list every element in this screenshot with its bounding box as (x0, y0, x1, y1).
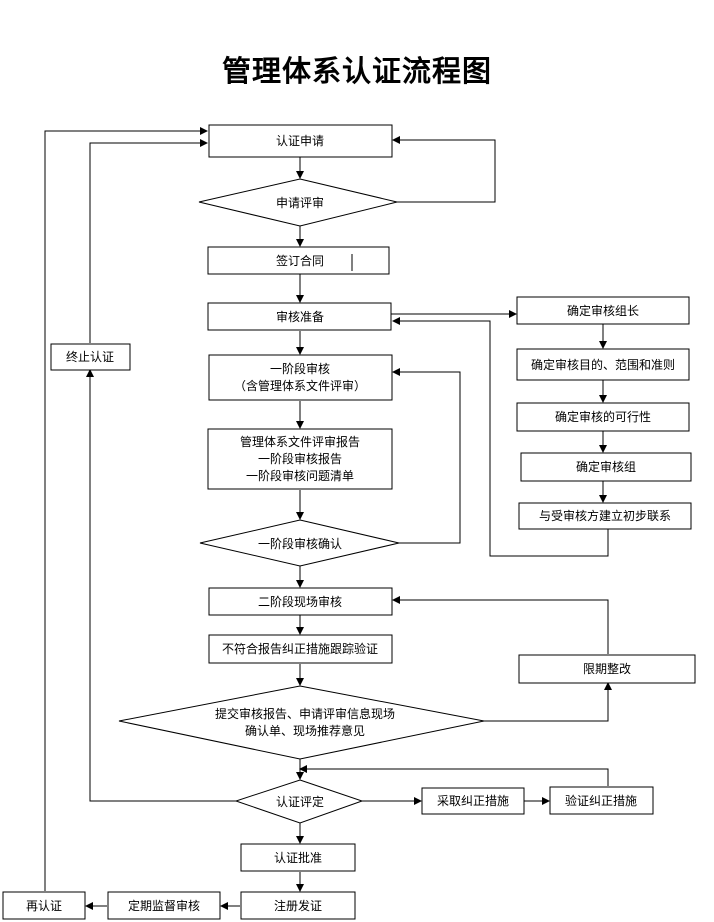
node-stage1-line1: 一阶段审核 (270, 361, 330, 376)
node-register: 注册发证 (240, 891, 356, 920)
node-contract-label: 签订合同 (276, 253, 324, 268)
node-scope: 确定审核目的、范围和准则 (516, 348, 690, 381)
node-scope-label: 确定审核目的、范围和准则 (531, 357, 675, 372)
node-rectify: 限期整改 (518, 654, 696, 684)
node-review: 申请评审 (198, 178, 398, 227)
node-approve: 认证批准 (240, 843, 356, 872)
node-verify-ca: 验证纠正措施 (549, 786, 654, 815)
node-stage1-confirm-label: 一阶段审核确认 (258, 536, 342, 551)
node-prep-label: 审核准备 (276, 309, 324, 324)
node-nc-verify-label: 不符合报告纠正措施跟踪验证 (222, 641, 378, 656)
node-apply: 认证申请 (208, 124, 393, 158)
node-stage2: 二阶段现场审核 (208, 587, 393, 616)
node-evaluate-label: 认证评定 (276, 794, 324, 809)
node-verify-ca-label: 验证纠正措施 (565, 793, 637, 808)
node-submit: 提交审核报告、申请评审信息现场 确认单、现场推荐意见 (118, 685, 485, 760)
node-reports-line3: 一阶段审核问题清单 (246, 468, 354, 483)
node-team: 确定审核组 (520, 452, 692, 482)
node-corrective: 采取纠正措施 (421, 787, 525, 815)
node-stage1-reports: 管理体系文件评审报告 一阶段审核报告 一阶段审核问题清单 (207, 428, 393, 490)
node-submit-line1: 提交审核报告、申请评审信息现场 (215, 706, 395, 721)
node-prep: 审核准备 (207, 302, 392, 331)
node-register-label: 注册发证 (274, 898, 322, 913)
node-stage1-line2: （含管理体系文件评审） (234, 378, 366, 393)
node-recert: 再认证 (2, 891, 86, 920)
node-leader-label: 确定审核组长 (567, 303, 639, 318)
node-stage1: 一阶段审核 （含管理体系文件评审） (208, 354, 393, 401)
node-nc-verify: 不符合报告纠正措施跟踪验证 (208, 634, 393, 664)
node-submit-line2: 确认单、现场推荐意见 (245, 723, 365, 738)
node-feasibility-label: 确定审核的可行性 (555, 409, 651, 424)
node-contact-label: 与受审核方建立初步联系 (539, 508, 671, 523)
node-surveillance: 定期监督审核 (107, 891, 221, 920)
node-apply-label: 认证申请 (276, 134, 324, 148)
node-reports-line1: 管理体系文件评审报告 (240, 434, 360, 449)
node-stage2-label: 二阶段现场审核 (258, 594, 342, 609)
node-review-label: 申请评审 (276, 195, 324, 210)
node-terminate: 终止认证 (50, 343, 131, 371)
node-rectify-label: 限期整改 (583, 661, 631, 676)
node-reports-line2: 一阶段审核报告 (258, 451, 342, 466)
node-evaluate: 认证评定 (234, 779, 364, 824)
connectors (44, 127, 612, 910)
node-terminate-label: 终止认证 (66, 349, 114, 364)
node-stage1-confirm: 一阶段审核确认 (199, 519, 400, 567)
node-approve-label: 认证批准 (274, 850, 322, 865)
node-contract: 签订合同 (207, 246, 390, 275)
node-leader: 确定审核组长 (516, 296, 690, 325)
node-feasibility: 确定审核的可行性 (516, 402, 690, 432)
node-contact: 与受审核方建立初步联系 (518, 502, 692, 530)
node-corrective-label: 采取纠正措施 (437, 794, 509, 808)
page-title: 管理体系认证流程图 (221, 54, 492, 88)
node-surveillance-label: 定期监督审核 (128, 898, 200, 913)
node-recert-label: 再认证 (26, 899, 62, 913)
node-team-label: 确定审核组 (576, 459, 636, 474)
